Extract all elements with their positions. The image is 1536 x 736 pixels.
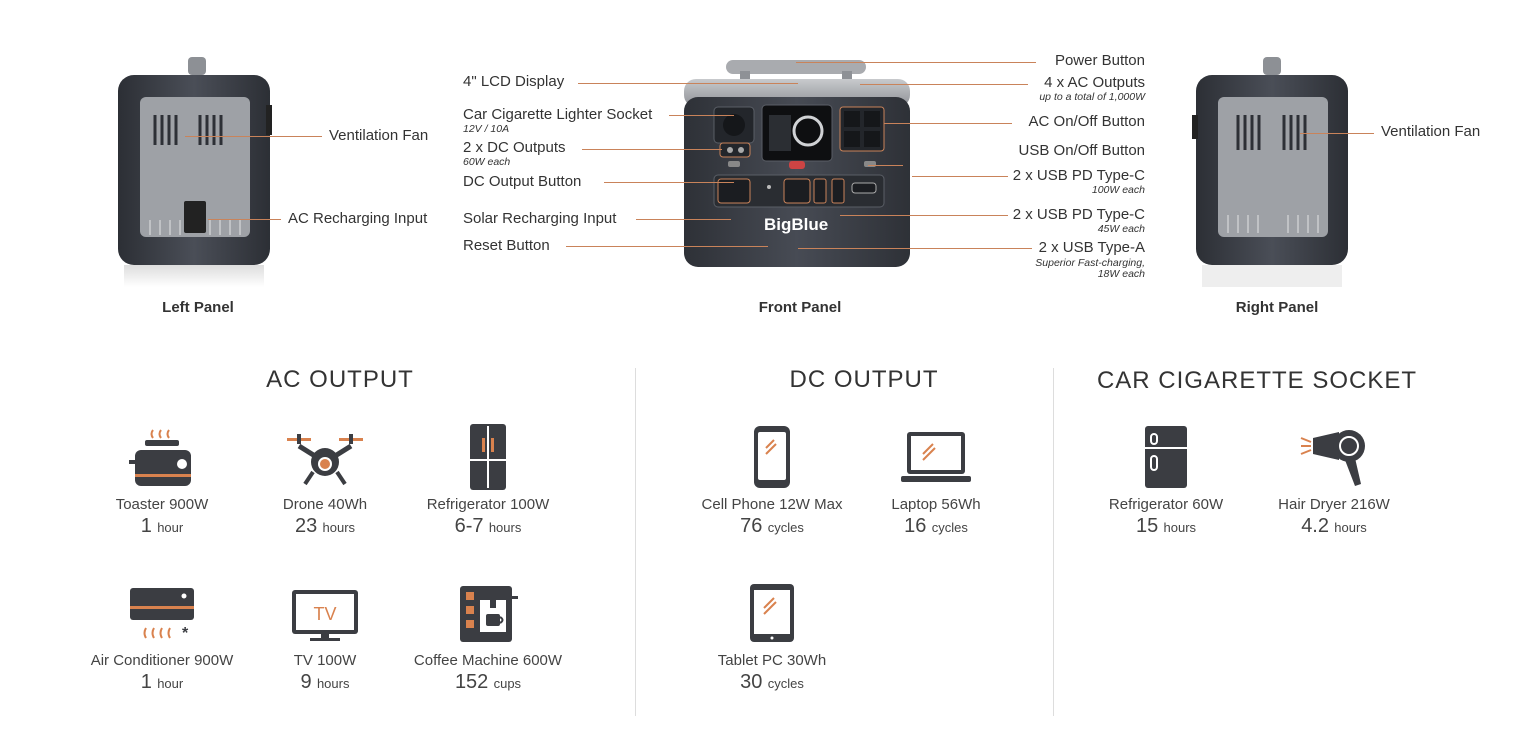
item-label: Hair Dryer 216W xyxy=(1278,496,1390,513)
item-label: TV 100W xyxy=(293,652,357,669)
item-label: Laptop 56Wh xyxy=(891,496,981,513)
section-divider xyxy=(1053,368,1054,716)
item-label: Refrigerator 60W xyxy=(1108,496,1224,513)
item-unit: hour xyxy=(157,520,184,535)
item-unit: hours xyxy=(1334,520,1367,535)
front-panel-device-image: BigBlue xyxy=(684,60,910,267)
item-value: 6-7 xyxy=(454,515,484,537)
refrigerator-icon xyxy=(470,424,506,490)
dc-item-cell-phone: Cell Phone 12W Max 76 cycles xyxy=(682,424,862,538)
front-callout-usb-pd-c-45w: 2 x USB PD Type-C xyxy=(1012,206,1145,223)
air-conditioner-icon: * xyxy=(130,588,194,642)
front-callout-ac-onoff-button: AC On/Off Button xyxy=(1028,113,1145,130)
item-value: 76 xyxy=(740,515,763,537)
item-value: 16 xyxy=(904,515,927,537)
front-callout-usb-onoff-button: USB On/Off Button xyxy=(1018,142,1145,159)
ac-item-refrigerator: Refrigerator 100W 6-7 hours xyxy=(398,424,578,538)
item-label: Refrigerator 100W xyxy=(426,496,550,513)
ac-item-toaster: Toaster 900W 1 hour xyxy=(72,424,252,538)
item-unit: hours xyxy=(1163,520,1197,535)
item-value: 1 xyxy=(140,515,152,537)
left-callout-ventilation-fan: Ventilation Fan xyxy=(329,127,429,144)
front-callout-usb-a-sub: Superior Fast-charging, xyxy=(1035,257,1145,269)
right-callout-ventilation-fan: Ventilation Fan xyxy=(1381,123,1481,140)
item-value: 15 xyxy=(1135,515,1159,537)
item-unit: cycles xyxy=(767,676,804,691)
ac-item-coffee-machine: Coffee Machine 600W 152 cups xyxy=(398,582,578,694)
item-value: 30 xyxy=(740,671,763,693)
front-callout-dc-outputs: 2 x DC Outputs xyxy=(463,139,566,156)
item-label: Coffee Machine 600W xyxy=(413,652,563,669)
front-callout-power-button: Power Button xyxy=(1054,52,1145,69)
item-value: 9 xyxy=(300,671,312,693)
ac-item-air-conditioner: * Air Conditioner 900W 1 hour xyxy=(72,582,252,694)
left-panel xyxy=(110,55,280,290)
right-panel-device-image xyxy=(1192,57,1348,287)
left-panel-caption: Left Panel xyxy=(162,299,234,316)
item-unit: cups xyxy=(493,676,522,691)
car-socket-title: CAR CIGARETTE SOCKET xyxy=(1096,367,1418,394)
drone-icon xyxy=(287,434,363,486)
dc-output-title: DC OUTPUT xyxy=(789,366,939,393)
item-value: 152 xyxy=(454,671,489,693)
front-panel-brand-logo: BigBlue xyxy=(764,215,828,234)
ac-output-title: AC OUTPUT xyxy=(266,366,414,393)
left-callout-ac-recharging-input: AC Recharging Input xyxy=(288,210,428,227)
item-label: Tablet PC 30Wh xyxy=(717,652,827,669)
svg-text:*: * xyxy=(182,625,189,642)
item-unit: cycles xyxy=(767,520,804,535)
front-callout-lcd-display: 4" LCD Display xyxy=(463,73,565,90)
front-callout-usb-a-sub2: 18W each xyxy=(1097,268,1145,280)
front-callout-dc-output-button: DC Output Button xyxy=(463,173,582,190)
front-callout-dc-outputs-sub: 60W each xyxy=(463,156,511,168)
front-callout-usb-pd-c-100w-sub: 100W each xyxy=(1091,184,1145,196)
toaster-icon xyxy=(129,429,191,486)
item-unit: hours xyxy=(322,520,356,535)
right-panel-caption: Right Panel xyxy=(1235,299,1319,316)
front-panel: BigBlue xyxy=(680,57,914,289)
right-panel xyxy=(1188,55,1358,290)
laptop-icon xyxy=(901,432,971,482)
tv-icon-label: TV xyxy=(313,604,336,624)
item-label: Air Conditioner 900W xyxy=(90,652,234,669)
car-item-refrigerator: Refrigerator 60W 15 hours xyxy=(1076,424,1256,538)
dc-item-tablet: Tablet PC 30Wh 30 cycles xyxy=(682,582,862,694)
item-unit: hours xyxy=(316,676,350,691)
item-unit: hours xyxy=(488,520,522,535)
section-divider xyxy=(635,368,636,716)
front-panel-caption: Front Panel xyxy=(758,299,842,316)
front-callout-car-socket-sub: 12V / 10A xyxy=(463,123,510,135)
car-item-hair-dryer: Hair Dryer 216W 4.2 hours xyxy=(1244,424,1424,538)
cell-phone-icon xyxy=(754,426,790,488)
item-unit: hour xyxy=(157,676,184,691)
item-value: 1 xyxy=(140,671,152,693)
ac-item-drone: Drone 40Wh 23 hours xyxy=(235,424,415,538)
item-label: Drone 40Wh xyxy=(282,496,368,513)
front-callout-reset-button: Reset Button xyxy=(463,237,550,254)
ac-item-tv: TV TV 100W 9 hours xyxy=(235,582,415,694)
front-callout-usb-pd-c-100w: 2 x USB PD Type-C xyxy=(1012,167,1145,184)
item-unit: cycles xyxy=(931,520,968,535)
front-callout-ac-outputs-sub: up to a total of 1,000W xyxy=(1039,91,1145,103)
tablet-icon xyxy=(750,584,794,642)
left-panel-device-image xyxy=(118,57,272,287)
item-value: 23 xyxy=(294,515,318,537)
item-label: Cell Phone 12W Max xyxy=(701,496,843,513)
front-callout-usb-a: 2 x USB Type-A xyxy=(1038,239,1145,256)
mini-fridge-icon xyxy=(1145,426,1187,488)
front-callout-solar-recharging-input: Solar Recharging Input xyxy=(463,210,617,227)
front-callout-usb-pd-c-45w-sub: 45W each xyxy=(1097,223,1145,235)
item-label: Toaster 900W xyxy=(115,496,209,513)
front-callout-car-socket: Car Cigarette Lighter Socket xyxy=(463,106,653,123)
dc-item-laptop: Laptop 56Wh 16 cycles xyxy=(846,424,1026,538)
coffee-machine-icon xyxy=(460,586,518,642)
front-callout-ac-outputs: 4 x AC Outputs xyxy=(1044,74,1145,91)
hair-dryer-icon xyxy=(1300,430,1365,486)
item-value: 4.2 xyxy=(1301,515,1329,537)
tv-icon: TV xyxy=(292,590,358,641)
